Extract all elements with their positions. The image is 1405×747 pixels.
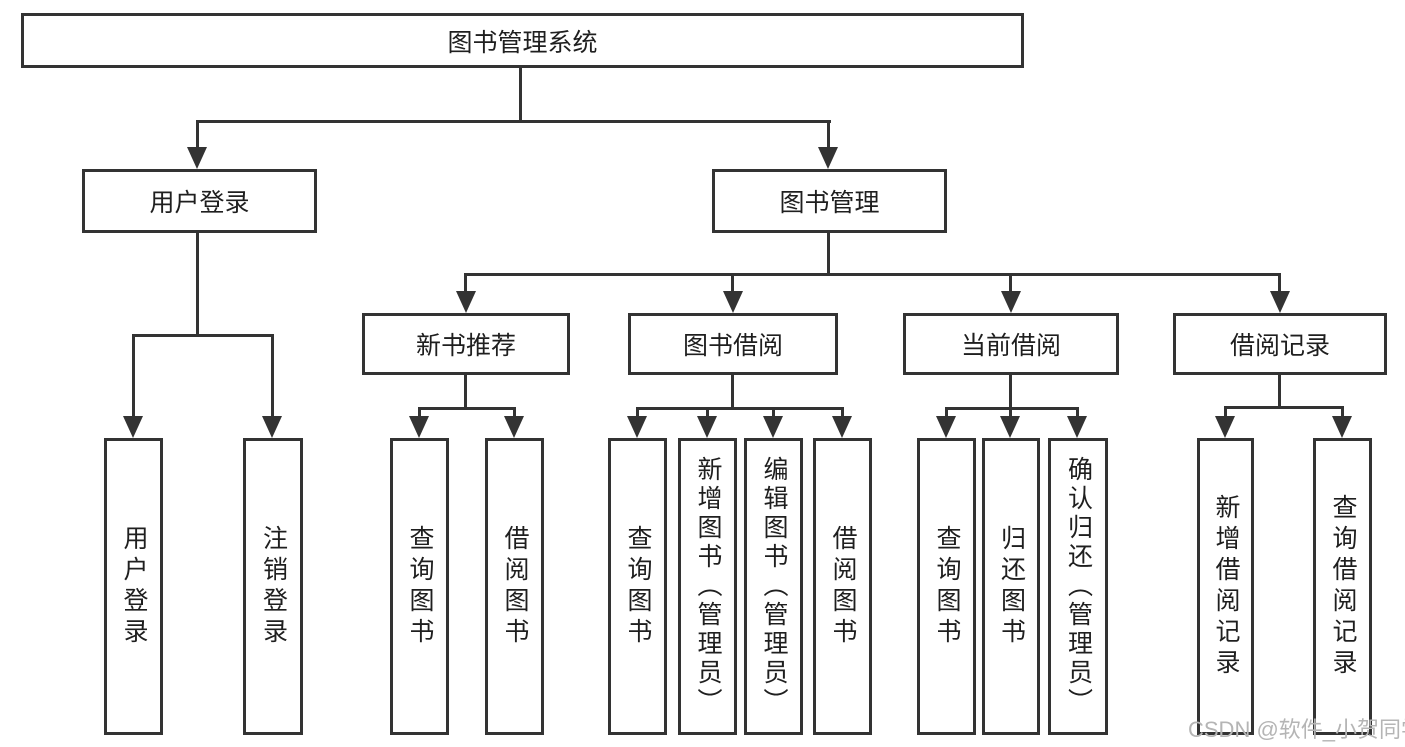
arrowhead-down-icon bbox=[697, 416, 717, 438]
connector-line bbox=[772, 407, 775, 416]
leaf-label: 查询图书 bbox=[933, 524, 961, 649]
node-root: 图书管理系统 bbox=[21, 13, 1024, 68]
leaf-query-borrow-record: 查询借阅记录 bbox=[1313, 438, 1372, 735]
arrowhead-down-icon bbox=[723, 291, 743, 313]
leaf-label: 注销登录 bbox=[259, 524, 288, 649]
arrowhead-down-icon bbox=[818, 147, 838, 169]
watermark: CSDN @软件_小贺同学 bbox=[1188, 717, 1405, 742]
node-book-borrow: 图书借阅 bbox=[628, 313, 838, 375]
leaf-borrow-book-recommend: 借阅图书 bbox=[485, 438, 544, 735]
connector-line bbox=[841, 407, 844, 416]
leaf-label: 新增借阅记录 bbox=[1212, 493, 1240, 680]
connector-line bbox=[945, 407, 948, 416]
node-current-borrow: 当前借阅 bbox=[903, 313, 1119, 375]
leaf-label: 查询图书 bbox=[624, 524, 652, 649]
connector-line bbox=[196, 120, 199, 147]
leaf-label: 借阅图书 bbox=[829, 524, 857, 649]
leaf-query-book-current: 查询图书 bbox=[917, 438, 976, 735]
connector-line bbox=[418, 407, 516, 410]
leaf-add-borrow-record: 新增借阅记录 bbox=[1197, 438, 1254, 735]
connector-line bbox=[1278, 375, 1281, 406]
connector-line bbox=[464, 273, 467, 291]
leaf-user-login: 用户登录 bbox=[104, 438, 163, 735]
connector-line bbox=[196, 233, 199, 334]
node-new-book-recommend: 新书推荐 bbox=[362, 313, 570, 375]
leaf-add-book-admin: 新增图书（管理员） bbox=[678, 438, 737, 735]
node-book-management: 图书管理 bbox=[712, 169, 947, 233]
leaf-return-book: 归还图书 bbox=[982, 438, 1040, 735]
connector-line bbox=[519, 68, 522, 120]
leaf-label: 借阅图书 bbox=[501, 524, 529, 649]
connector-line bbox=[1009, 407, 1012, 416]
arrowhead-down-icon bbox=[1067, 416, 1087, 438]
arrowhead-down-icon bbox=[409, 416, 429, 438]
leaf-label: 查询借阅记录 bbox=[1329, 493, 1357, 680]
arrowhead-down-icon bbox=[936, 416, 956, 438]
leaf-borrow-book: 借阅图书 bbox=[813, 438, 872, 735]
connector-line bbox=[827, 120, 830, 147]
connector-line bbox=[731, 273, 734, 291]
leaf-query-book-borrow: 查询图书 bbox=[608, 438, 667, 735]
connector-line bbox=[1224, 406, 1227, 416]
connector-line bbox=[132, 334, 135, 416]
arrowhead-down-icon bbox=[763, 416, 783, 438]
connector-line bbox=[1224, 406, 1344, 409]
leaf-label: 新增图书（管理员） bbox=[694, 456, 722, 717]
connector-line bbox=[706, 407, 709, 416]
arrowhead-down-icon bbox=[1215, 416, 1235, 438]
arrowhead-down-icon bbox=[456, 291, 476, 313]
leaf-label: 查询图书 bbox=[406, 524, 434, 649]
connector-line bbox=[945, 407, 1079, 410]
leaf-label: 归还图书 bbox=[997, 524, 1026, 649]
arrowhead-down-icon bbox=[123, 416, 143, 438]
connector-line bbox=[418, 407, 421, 416]
arrowhead-down-icon bbox=[1000, 416, 1020, 438]
leaf-label: 编辑图书（管理员） bbox=[760, 456, 788, 717]
leaf-edit-book-admin: 编辑图书（管理员） bbox=[744, 438, 803, 735]
connector-line bbox=[1341, 406, 1344, 416]
arrowhead-down-icon bbox=[504, 416, 524, 438]
connector-line bbox=[464, 375, 467, 407]
arrowhead-down-icon bbox=[1332, 416, 1352, 438]
arrowhead-down-icon bbox=[187, 147, 207, 169]
connector-line bbox=[132, 334, 274, 337]
connector-line bbox=[1076, 407, 1079, 416]
node-user-login: 用户登录 bbox=[82, 169, 317, 233]
connector-line bbox=[464, 273, 1280, 276]
connector-line bbox=[1278, 273, 1281, 291]
leaf-query-book-recommend: 查询图书 bbox=[390, 438, 449, 735]
connector-line bbox=[513, 407, 516, 416]
node-borrow-record: 借阅记录 bbox=[1173, 313, 1387, 375]
connector-line bbox=[1009, 273, 1012, 291]
leaf-confirm-return-admin: 确认归还（管理员） bbox=[1048, 438, 1108, 735]
connector-line bbox=[636, 407, 844, 410]
connector-line bbox=[1009, 375, 1012, 407]
connector-line bbox=[731, 375, 734, 407]
arrowhead-down-icon bbox=[1270, 291, 1290, 313]
connector-line bbox=[271, 334, 274, 416]
connector-line bbox=[636, 407, 639, 416]
arrowhead-down-icon bbox=[832, 416, 852, 438]
arrowhead-down-icon bbox=[262, 416, 282, 438]
arrowhead-down-icon bbox=[1001, 291, 1021, 313]
connector-line bbox=[827, 233, 830, 273]
arrowhead-down-icon bbox=[627, 416, 647, 438]
leaf-label: 用户登录 bbox=[120, 524, 148, 649]
leaf-logout: 注销登录 bbox=[243, 438, 303, 735]
leaf-label: 确认归还（管理员） bbox=[1064, 456, 1093, 717]
connector-line bbox=[196, 120, 831, 123]
